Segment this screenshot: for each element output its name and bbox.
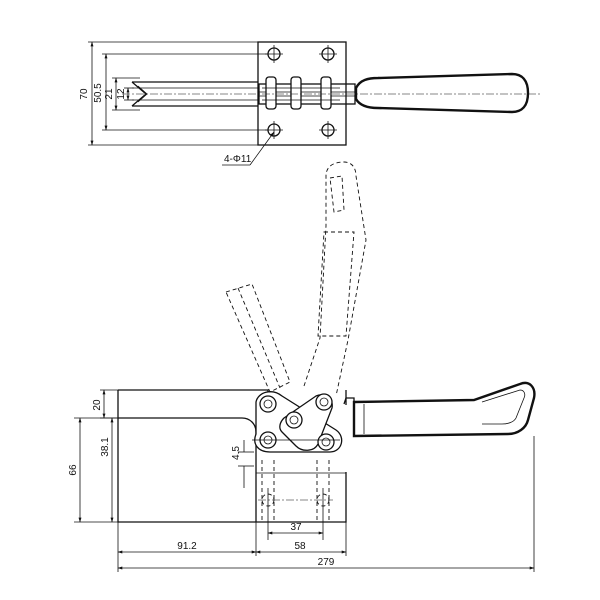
hole-callout: 4-Φ11	[222, 131, 275, 166]
side-view: 20 38.1 66 4.5 37 91.2 58 279	[68, 161, 536, 572]
side-base-block	[117, 389, 347, 540]
dim-side-66: 66	[68, 464, 79, 476]
dim-side-91-2: 91.2	[177, 541, 197, 552]
dim-top-21: 21	[104, 88, 115, 100]
dim-side-20: 20	[92, 399, 103, 411]
dim-top-70: 70	[79, 88, 90, 100]
top-handle	[354, 72, 530, 114]
top-spindle-tip	[131, 81, 258, 107]
side-spindle-raised	[225, 283, 291, 393]
dim-side-4-5: 4.5	[231, 446, 242, 460]
top-link-pins	[262, 76, 340, 110]
dim-side-279: 279	[318, 557, 335, 568]
dim-top-12: 12	[116, 88, 127, 100]
top-base-plate	[257, 41, 347, 146]
dim-side-38-1: 38.1	[100, 437, 111, 457]
side-dimensions: 20 38.1 66 4.5 37 91.2 58 279	[68, 389, 535, 572]
dim-side-58: 58	[294, 541, 306, 552]
dim-side-37: 37	[290, 522, 302, 533]
top-dimensions: 70 50.5 21 12	[79, 41, 268, 146]
side-handle-closed	[343, 381, 536, 438]
hole-callout-label: 4-Φ11	[224, 154, 252, 165]
top-view: 70 50.5 21 12 4-Φ11	[79, 41, 540, 166]
side-handle-open	[303, 161, 367, 397]
dim-top-50-5: 50.5	[93, 83, 104, 103]
side-linkage	[252, 391, 343, 453]
